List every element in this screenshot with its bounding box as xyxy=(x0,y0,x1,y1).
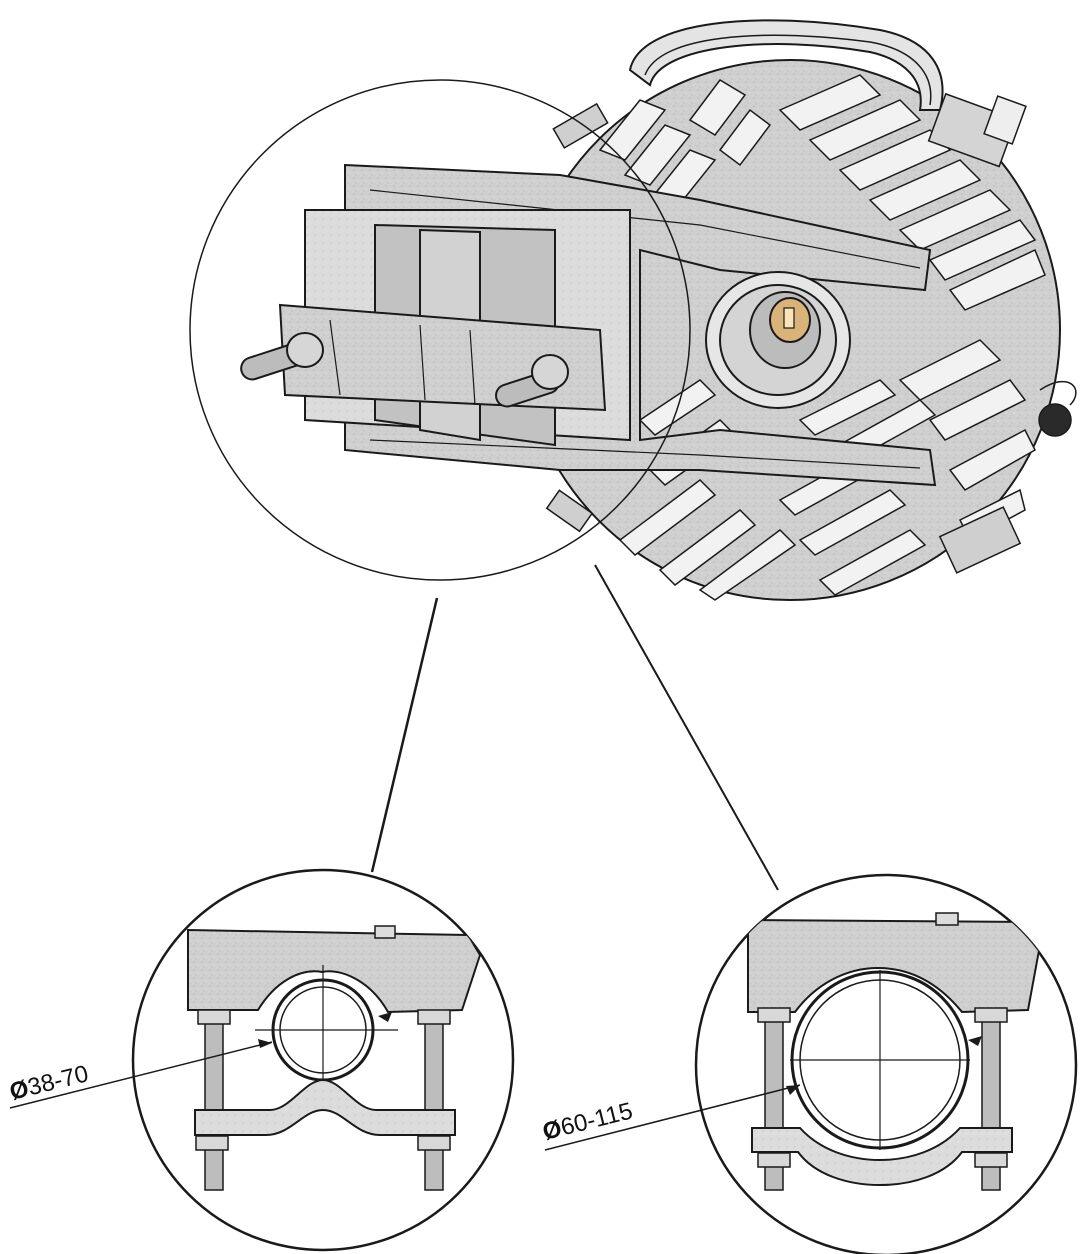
leader-line-right xyxy=(594,564,779,891)
dimension-leader-small xyxy=(9,1041,273,1109)
connector-cap xyxy=(545,92,1077,574)
detail-small-pipe xyxy=(9,868,515,1252)
clamp-bolts xyxy=(240,332,569,408)
leader-line-left xyxy=(370,597,439,873)
dimension-leader-large xyxy=(544,1084,801,1151)
center-connector xyxy=(705,271,851,409)
detail-callout-circle xyxy=(189,79,691,581)
pole-clamp xyxy=(278,209,631,447)
radio-unit xyxy=(240,19,1077,601)
detail-large-pipe xyxy=(544,873,1078,1254)
diameter-range-large: 60-115 xyxy=(558,1097,635,1141)
dimension-label-small: Ø38-70 xyxy=(7,1060,91,1106)
